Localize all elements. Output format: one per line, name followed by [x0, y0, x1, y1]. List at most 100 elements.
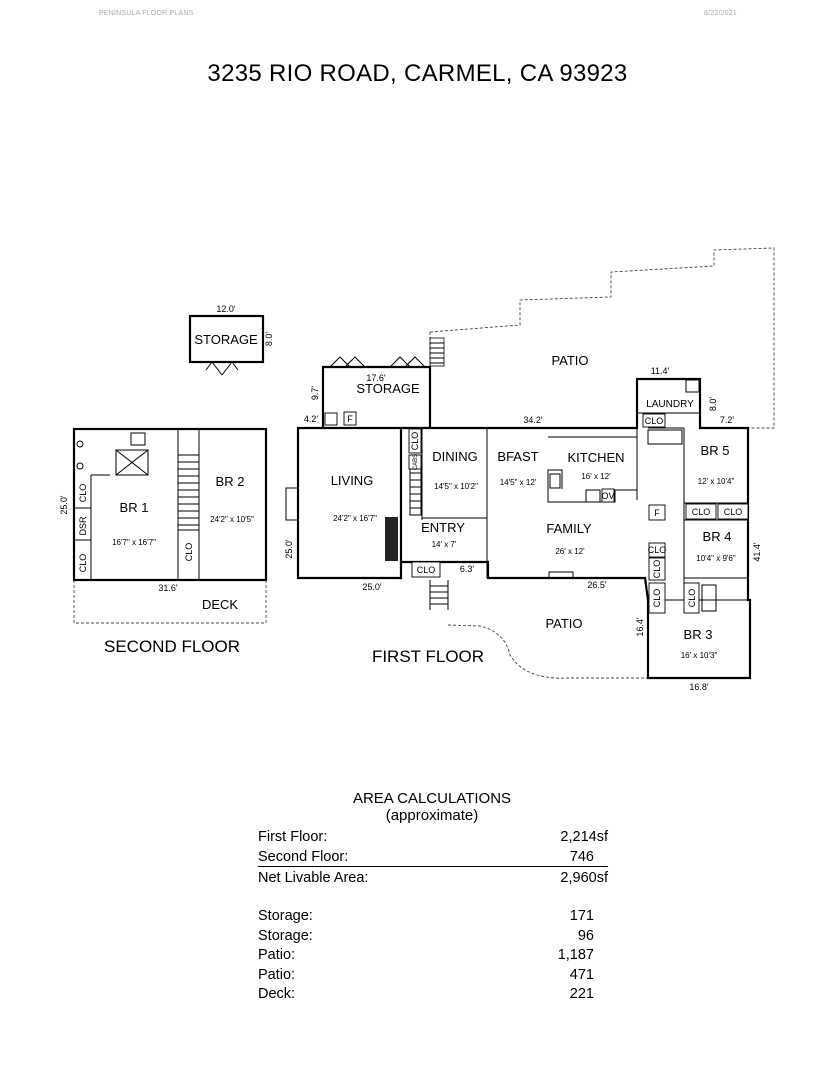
area-row: Patio:1,187	[258, 947, 594, 963]
east-depth: 41.4'	[752, 542, 762, 562]
entry-steps	[429, 580, 449, 610]
storage-shed-depth: 8.0'	[264, 332, 274, 347]
first-floor-plan: F OV CLO CLO CLO	[284, 247, 775, 692]
area-row: Deck:221	[258, 986, 594, 1002]
laundry-closet-label: CLO	[645, 416, 664, 426]
laundry-width: 11.4'	[651, 366, 670, 376]
br4-label: BR 4	[703, 529, 732, 544]
living-fireplace	[285, 487, 299, 521]
area-calculations: AREA CALCULATIONS (approximate) First Fl…	[258, 790, 608, 1005]
patio-top-label: PATIO	[551, 353, 588, 368]
patio-bottom-outline	[447, 624, 648, 679]
second-floor-width: 31.6'	[158, 583, 178, 593]
hall-closet-label: CLO	[648, 545, 667, 555]
kitchen-size: 16' x 12'	[581, 472, 611, 481]
family-f-label: F	[654, 508, 660, 518]
br3-size: 16' x 10'3"	[681, 651, 718, 660]
area-title: AREA CALCULATIONS	[352, 790, 512, 807]
kitchen-label: KITCHEN	[567, 450, 624, 465]
storage-shed-doors	[205, 361, 239, 376]
br5-closet-label: CLO	[692, 507, 711, 517]
br2-closet-label: CLO	[184, 543, 194, 562]
sink-fixture	[76, 440, 84, 448]
bfast-size: 14'5" x 12'	[500, 478, 537, 487]
laundry-depth: 8.0'	[708, 397, 718, 412]
br3-width: 16.8'	[689, 682, 709, 692]
toilet-fixture	[130, 432, 146, 446]
family-label: FAMILY	[546, 521, 592, 536]
br3-depth: 16.4'	[635, 617, 645, 637]
main-storage-walls	[321, 365, 432, 428]
br4-size: 10'4" x 9'6"	[696, 554, 736, 563]
br2-size: 24'2" x 10'5"	[210, 515, 254, 524]
area-row: Storage:171	[258, 908, 594, 924]
entry-label: ENTRY	[421, 520, 465, 535]
laundry-label: LAUNDRY	[646, 399, 694, 410]
br5-label: BR 5	[701, 443, 730, 458]
living-depth: 25.0'	[284, 539, 294, 559]
entry-size: 14' x 7'	[432, 540, 457, 549]
patio-top-outline	[429, 247, 775, 429]
dining-cabs-label: CABS	[413, 454, 419, 470]
main-storage-offset: 4.2'	[304, 414, 319, 424]
br4-closet-label: CLO	[687, 589, 697, 608]
storage-shed-label: STORAGE	[194, 332, 258, 347]
deck-label: DECK	[202, 597, 238, 612]
br2-label: BR 2	[216, 474, 245, 489]
main-storage-label: STORAGE	[356, 381, 420, 396]
br1-size: 16'7" x 16'7"	[112, 538, 156, 547]
second-floor-depth: 25.0'	[59, 495, 69, 515]
living-stairs	[385, 517, 398, 561]
entry-closet-label: CLO	[417, 565, 436, 575]
storage-shed-width: 12.0'	[216, 304, 236, 314]
main-storage-width: 17.6'	[366, 373, 386, 383]
dining-size: 14'5" x 10'2"	[434, 482, 478, 491]
br5-offset: 7.2'	[720, 415, 735, 425]
area-row: Storage:96	[258, 927, 594, 944]
second-floor-title: SECOND FLOOR	[104, 637, 240, 656]
br1-closet-label: CLO	[78, 484, 88, 503]
shower-fixture	[115, 449, 149, 476]
second-floor-plan: DECK BR 1 16'7" x 16'7" BR 2 24'2" x 10'…	[59, 427, 268, 656]
area-subtitle: (approximate)	[385, 807, 479, 824]
br3-label: BR 3	[684, 627, 713, 642]
br1-dsr-label: DSR	[78, 516, 88, 536]
second-floor-walls	[72, 427, 268, 582]
kitchen-counters	[547, 436, 638, 503]
company-name: PENINSULA FLOOR PLANS	[99, 10, 194, 17]
area-row: Second Floor:746	[258, 848, 608, 867]
property-address: 3235 RIO ROAD, CARMEL, CA 93923	[207, 60, 628, 87]
second-floor-stairs	[177, 454, 200, 531]
storage-shed: STORAGE 12.0' 8.0'	[188, 304, 274, 376]
first-floor-title: FIRST FLOOR	[372, 647, 484, 666]
storage-bifold-doors	[329, 356, 426, 368]
living-size: 24'2" x 16'7"	[333, 514, 377, 523]
area-row: Patio:471	[258, 966, 594, 983]
area-row: Net Livable Area:2,960sf	[258, 869, 608, 886]
family-fireplace	[548, 571, 574, 578]
storage-f-label: F	[347, 414, 353, 424]
br1-closet2-label: CLO	[78, 554, 88, 573]
family-width: 26.5'	[587, 580, 607, 590]
top-width: 34.2'	[523, 415, 543, 425]
br1-label: BR 1	[120, 500, 149, 515]
dining-label: DINING	[432, 449, 478, 464]
storage-shed-walls	[188, 314, 265, 364]
dining-closet-label: CLO	[410, 432, 420, 451]
entry-offset: 6.3'	[460, 564, 475, 574]
br5-closet2-label: CLO	[724, 507, 743, 517]
deck-outline	[73, 580, 267, 624]
tub-fixture	[701, 584, 717, 612]
br3-closet-label: CLO	[652, 589, 662, 608]
bfast-label: BFAST	[497, 449, 538, 464]
first-floor-walls	[296, 377, 752, 680]
br5-size: 12' x 10'4"	[698, 477, 735, 486]
patio-steps	[429, 337, 445, 367]
hall-closet2-label: CLO	[652, 560, 662, 579]
area-row: First Floor:2,214sf	[258, 829, 608, 845]
living-width: 25.0'	[362, 582, 382, 592]
patio-bottom-label: PATIO	[545, 616, 582, 631]
main-storage-depth: 9.7'	[310, 386, 320, 401]
living-label: LIVING	[331, 473, 374, 488]
